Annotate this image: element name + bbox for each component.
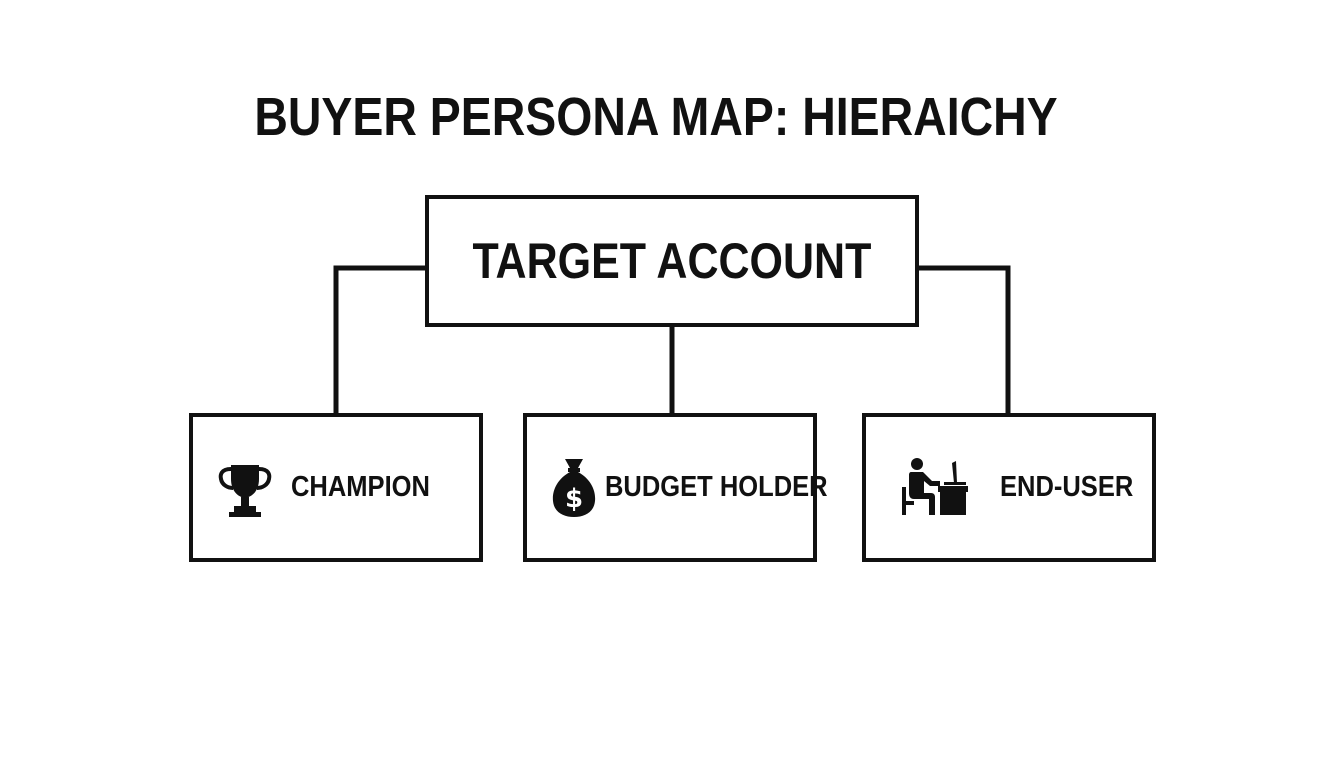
child-node-budget-holder: $ BUDGET HOLDER [523,413,828,562]
root-node-label: TARGET ACCOUNT [472,233,872,289]
child-node-label: END-USER [1000,471,1134,503]
money-bag-icon: $ [551,455,597,524]
connector-left [333,265,428,418]
diagram-title: BUYER PERSONA MAP: HIERAICHY [254,87,1058,147]
trophy-icon [217,461,273,526]
child-node-champion: CHAMPION [189,413,483,562]
root-node: TARGET ACCOUNT [425,195,919,327]
desk-worker-icon [900,457,970,526]
child-node-label: BUDGET HOLDER [605,471,828,503]
child-node-label: CHAMPION [291,471,430,503]
connector-right [915,265,1011,418]
svg-text:$: $ [565,484,583,514]
child-node-end-user: END-USER [862,413,1156,562]
